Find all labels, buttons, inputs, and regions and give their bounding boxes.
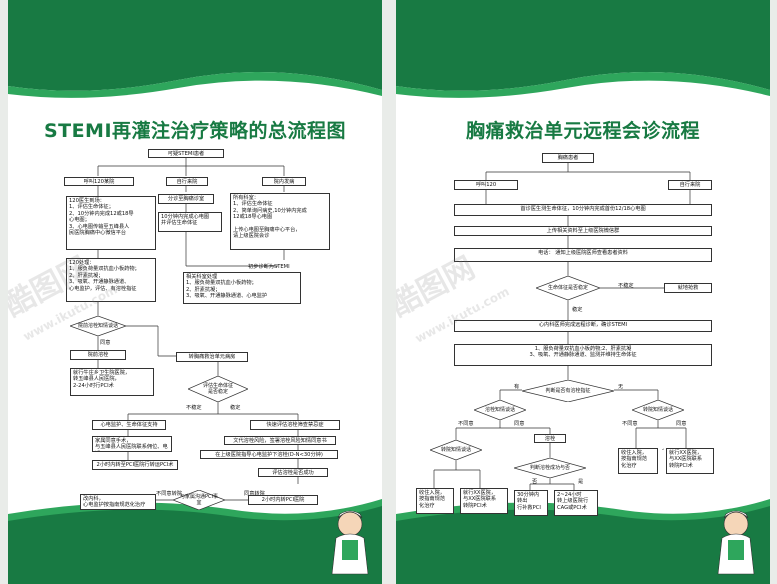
r-label-agree2: 同意 (676, 421, 687, 427)
r-node-transfertalk: 转院知情谈话 (632, 400, 684, 420)
node-assess: 评估溶栓是否成功 (258, 468, 328, 477)
r-label-stable: 稳定 (572, 307, 583, 313)
r-node-admit1: 收住入院， 按指南规范 化治疗 (660, 448, 664, 450)
r-node-lysistalk: 溶栓知情谈话 (474, 400, 526, 420)
label-noagree: 不同意转院 (156, 491, 182, 497)
r-node-xx2: 就行XX医院， 与XX医院联系 转院PCI术 (666, 448, 714, 474)
node-pci2: 2小时内转PCI医院 (248, 495, 318, 505)
node-prehosplysis: 院前溶栓 (70, 350, 126, 360)
r-node-xx1: 就行XX医院， 与XX医院联系 转院PCI术 (460, 488, 508, 514)
r-transfertalk2-text: 转院知情谈话 (440, 447, 471, 453)
node-dx: 初步诊断为STEMI (248, 264, 290, 270)
node-self: 自行来院 (166, 177, 208, 186)
node-suspect: 可疑STEMI患者 (148, 149, 224, 158)
node-alldept: 所有科室： 1、评估生命体征 2、简单询问病史,10分钟内完成 12或18导心电… (230, 193, 330, 250)
r-vitalq-text: 生命体征是否稳定 (547, 285, 588, 291)
r-node-lysis: 溶栓 (534, 434, 566, 443)
node-inhosp: 院内发病 (262, 177, 306, 186)
node-tohosp: 就行牛庄乡卫生院医院， 转五峰县人民医院， 2-24小时行PCI术 (70, 368, 154, 396)
r-node-rescue: 就地抢救 (664, 283, 712, 293)
node-triage: 分诊至胸痛诊室 (158, 194, 214, 204)
right-title: 胸痛救治单元远程会诊流程 (465, 120, 700, 142)
r-node-meds: 1、服负荷量双抗血小板药物;2、肝素抗凝 3、吸氧、开通静脉通道、监测并维持生命… (454, 344, 712, 366)
right-poster: 胸痛救治单元远程会诊流程 胸痛患者 呼叫120 自行来院 首诊医生测生命体征，1… (396, 0, 770, 584)
node-treat120: 120处理： 1、服负荷量双抗血小板药物； 2、肝素抗凝； 3、吸氧、开通静脉通… (66, 258, 156, 302)
r-node-pci24: 2~24小时 转上级医院行 CAG或PCI术 (554, 490, 598, 516)
node-depttreat: 相关科室处理 1、服负荷量双抗血小板药物； 2、肝素抗凝； 3、吸氧、开通静脉通… (183, 272, 301, 304)
r-label-agree1: 同意 (514, 421, 525, 427)
r-node-phone: 电话： 通知上级医院医师查看患者资料 (454, 248, 712, 262)
r-node-confirm: 心内科医师完成远程诊断，确诊STEMI (454, 320, 712, 332)
r-node-admit2: 收住入院， 按指南规范 化治疗 (618, 448, 658, 474)
r-node-pci30: 30分钟内 转出 行补救PCI (514, 490, 548, 516)
label-unstable: 不稳定 (186, 405, 202, 411)
r-node-self: 自行来院 (668, 180, 712, 190)
r-label-no: 无 (618, 384, 624, 390)
label-agreet: 同意转院 (244, 491, 265, 497)
node-transfer: 转胸痛救治单元病房 (176, 352, 248, 362)
r-node-call120: 呼叫120 (454, 180, 518, 190)
r-label-unstable: 不稳定 (618, 283, 634, 289)
r-label-fail: 否 (532, 479, 538, 485)
node-family: 家属同意手术， 与五峰县人民医院联系佣位、电话 (92, 436, 172, 452)
poster-background (8, 0, 382, 584)
node-talk: 与家属沟通PCI事宜 (173, 490, 225, 510)
node-prehosp: 120医生到场： 1、评估生命体征； 2、10分钟内完成12或18导 心电图； … (66, 196, 156, 250)
r-node-transfertalk2: 转院知情谈话 (430, 440, 482, 460)
r-success-text: 判断溶栓成功与否 (529, 465, 570, 471)
label-agree: 同意 (100, 340, 111, 346)
r-node-first: 首诊医生测生命体征，10分钟内完成首份12/18心电图 (454, 204, 712, 216)
node-vitalq: 评估生命体征 是否稳定 (188, 376, 248, 402)
label-stable: 稳定 (230, 405, 241, 411)
node-pci224: 2小时内转至PCI医院行转运PCI术 (92, 460, 178, 470)
node-support: 心电监护、生命体征支持 (92, 420, 166, 430)
nurse-illustration-left (331, 510, 369, 575)
r-transfertalk-text: 转院知情谈话 (642, 407, 673, 413)
node-consent: 文代溶栓风险，签署溶栓风险知情同意书 (224, 436, 336, 445)
talk-text: 与家属沟通PCI事宜 (180, 494, 218, 506)
r-lysistalk-text: 溶栓知情谈话 (484, 407, 515, 413)
vitalq-text: 评估生命体征 是否稳定 (202, 383, 233, 395)
r-label-yes: 有 (514, 384, 520, 390)
node-localtreat: 改内科， 心电监护按指南规范化治疗 (80, 494, 156, 510)
r-label-disagree2: 不同意 (622, 421, 638, 427)
node-monitor: 在上级医院指导心电监护下溶栓(D-N<30分钟) (200, 450, 338, 459)
node-call120: 呼叫120某院 (64, 177, 134, 186)
r-node-vitalq: 生命体征是否稳定 (536, 276, 600, 300)
r-node-upload: 上传相关资料至上级医院微信群 (454, 226, 712, 236)
r-node-admit1b: 收住入院， 按指南规范 化治疗 (416, 488, 454, 514)
r-node-patient: 胸痛患者 (542, 153, 594, 163)
nurse-illustration-right (717, 510, 755, 575)
lysisq-text: 院前溶栓知情谈话 (77, 323, 118, 329)
r-node-success: 判断溶栓成功与否 (514, 458, 586, 478)
r-node-lysisind: 判断是否有溶栓指征 (522, 380, 614, 402)
node-lysisq: 院前溶栓知情谈话 (70, 316, 126, 336)
left-title: STEMI再灌注治疗策略的总流程图 (43, 120, 347, 142)
r-label-ok: 是 (578, 479, 584, 485)
node-fastlysis: 快速评估溶栓筛查禁忌症 (250, 420, 340, 430)
r-label-disagree1: 不同意 (458, 421, 474, 427)
r-lysisind-text: 判断是否有溶栓指征 (545, 388, 591, 394)
left-poster: STEMI再灌注治疗策略的总流程图 可疑STEMI患者 呼叫120某院 自行来院… (8, 0, 382, 584)
node-ecg10: 10分钟内完成心电图 并评估生命体征 (158, 212, 222, 232)
